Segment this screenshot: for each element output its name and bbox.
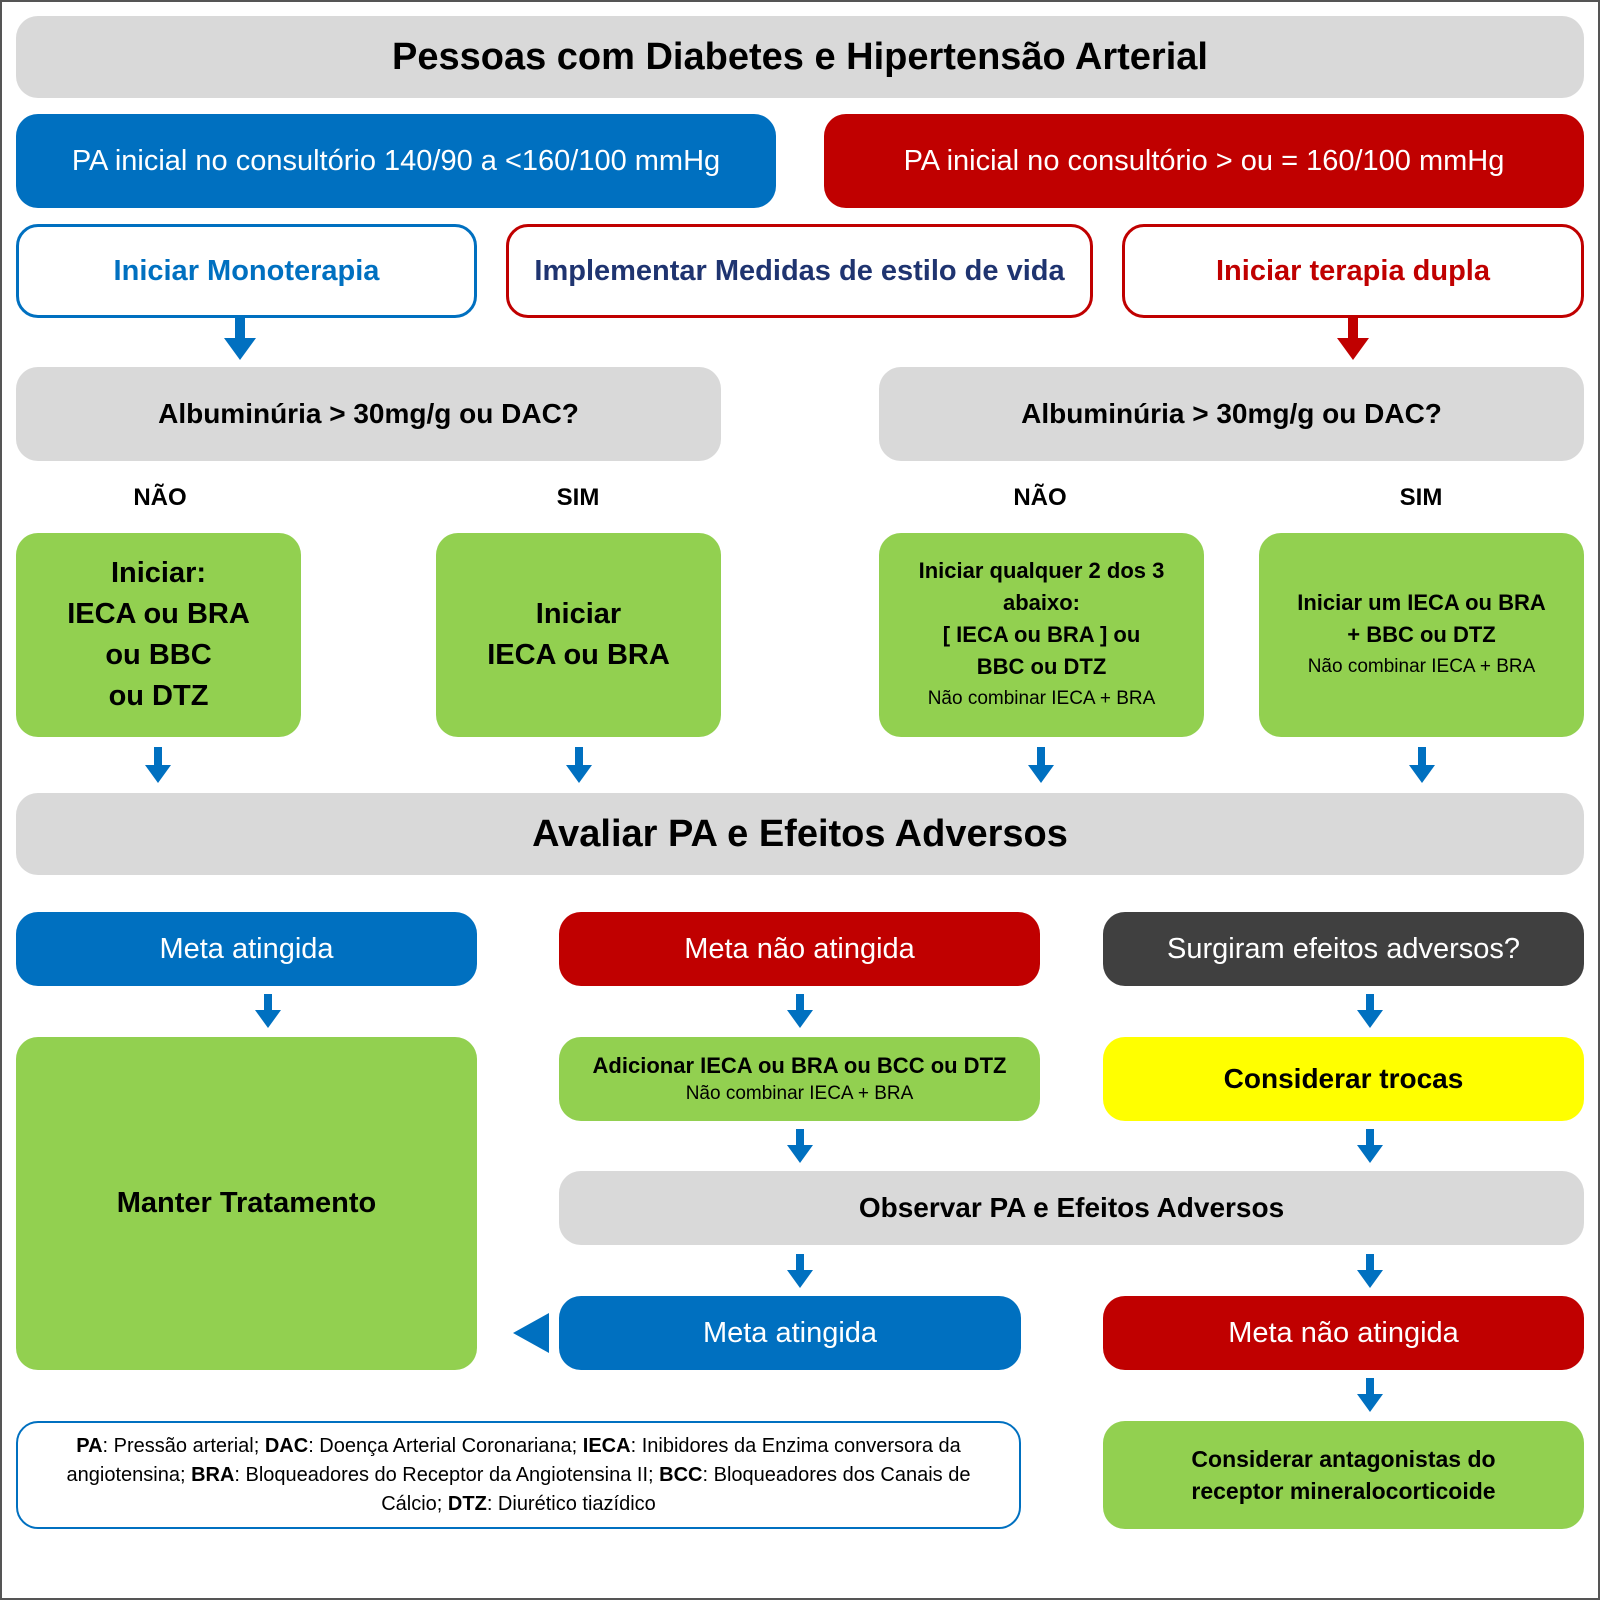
- question-left: Albuminúria > 30mg/g ou DAC?: [16, 367, 721, 461]
- question-right: Albuminúria > 30mg/g ou DAC?: [879, 367, 1584, 461]
- answer-no-left: NÃO: [133, 484, 187, 511]
- add-therapy-note: Não combinar IECA + BRA: [685, 1083, 914, 1104]
- arrow-down-icon: [1357, 1129, 1383, 1163]
- treatment-line: Iniciar qualquer 2 dos 3: [918, 558, 1165, 583]
- arrow-down-icon: [787, 1254, 813, 1288]
- final-not-met: Meta não atingida: [1103, 1296, 1584, 1370]
- evaluate-banner: Avaliar PA e Efeitos Adversos: [16, 793, 1584, 875]
- final-met: Meta atingida: [559, 1296, 1021, 1370]
- treatment-line: IECA ou BRA: [487, 639, 670, 671]
- consider-mra: Considerar antagonistas do receptor mine…: [1103, 1421, 1584, 1529]
- answer-yes-right: SIM: [1399, 484, 1443, 511]
- legend-abbr: IECA: [582, 1434, 631, 1457]
- maintain-treatment: Manter Tratamento: [16, 1037, 477, 1370]
- initial-pa-moderate-label: PA inicial no consultório 140/90 a <160/…: [71, 144, 721, 177]
- final-not-met-label: Meta não atingida: [1228, 1316, 1459, 1349]
- treatment-mono-no: Iniciar: IECA ou BRA ou BBC ou DTZ: [16, 533, 301, 737]
- treatment-line: IECA ou BRA: [67, 598, 250, 630]
- arrow-down-icon: [787, 994, 813, 1028]
- question-right-label: Albuminúria > 30mg/g ou DAC?: [1021, 398, 1442, 429]
- consider-switch-label: Considerar trocas: [1223, 1063, 1464, 1094]
- legend-def: : Pressão arterial;: [102, 1434, 265, 1457]
- mra-line: receptor mineralocorticoide: [1191, 1478, 1496, 1504]
- outcome-met-label: Meta atingida: [159, 932, 334, 965]
- legend-def: : Bloqueadores do Receptor da Angiotensi…: [234, 1463, 660, 1486]
- outcome-adverse: Surgiram efeitos adversos?: [1103, 912, 1584, 986]
- arrow-down-icon: [1337, 318, 1369, 360]
- arrow-down-icon: [1409, 747, 1435, 783]
- abbreviations-legend: PA: Pressão arterial; DAC: Doença Arteri…: [16, 1421, 1021, 1529]
- mra-line: Considerar antagonistas do: [1191, 1446, 1496, 1472]
- arrow-down-icon: [255, 994, 281, 1028]
- arrow-down-icon: [1357, 1254, 1383, 1288]
- treatment-dual-yes: Iniciar um IECA ou BRA + BBC ou DTZ Não …: [1259, 533, 1584, 737]
- observe-banner: Observar PA e Efeitos Adversos: [559, 1171, 1584, 1245]
- treatment-note: Não combinar IECA + BRA: [927, 688, 1156, 709]
- answer-yes-left: SIM: [556, 484, 600, 511]
- evaluate-label: Avaliar PA e Efeitos Adversos: [532, 812, 1068, 855]
- treatment-line: Iniciar um IECA ou BRA: [1297, 590, 1546, 615]
- initial-pa-high-label: PA inicial no consultório > ou = 160/100…: [903, 144, 1505, 177]
- dual-therapy-box: Iniciar terapia dupla: [1122, 224, 1584, 318]
- arrow-down-icon: [145, 747, 171, 783]
- treatment-line: ou DTZ: [108, 680, 209, 712]
- legend-def: : Doença Arterial Coronariana;: [308, 1434, 583, 1457]
- arrow-down-icon: [1357, 994, 1383, 1028]
- legend-abbr: BRA: [191, 1463, 235, 1486]
- initial-pa-high: PA inicial no consultório > ou = 160/100…: [824, 114, 1584, 208]
- lifestyle-box: Implementar Medidas de estilo de vida: [506, 224, 1093, 318]
- question-left-label: Albuminúria > 30mg/g ou DAC?: [158, 398, 579, 429]
- treatment-mono-yes: Iniciar IECA ou BRA: [436, 533, 721, 737]
- final-met-label: Meta atingida: [702, 1316, 878, 1349]
- initial-pa-moderate: PA inicial no consultório 140/90 a <160/…: [16, 114, 776, 208]
- outcome-not-met-label: Meta não atingida: [684, 932, 915, 965]
- legend-abbr: DAC: [264, 1434, 309, 1457]
- maintain-treatment-label: Manter Tratamento: [116, 1187, 377, 1219]
- legend-abbr: BCC: [659, 1463, 703, 1486]
- observe-label: Observar PA e Efeitos Adversos: [858, 1192, 1285, 1223]
- legend-def: : Diurético tiazídico: [486, 1492, 656, 1515]
- legend-def: : Bloqueadores dos Canais de Cálcio;: [381, 1463, 971, 1515]
- consider-switch: Considerar trocas: [1103, 1037, 1584, 1121]
- treatment-line: + BBC ou DTZ: [1347, 622, 1496, 647]
- legend-abbr: PA: [76, 1434, 103, 1457]
- treatment-line: abaixo:: [1002, 590, 1081, 615]
- legend-abbr: DTZ: [447, 1492, 487, 1515]
- arrow-down-icon: [1357, 1378, 1383, 1412]
- lifestyle-label: Implementar Medidas de estilo de vida: [534, 254, 1065, 287]
- arrow-down-icon: [1028, 747, 1054, 783]
- treatment-note: Não combinar IECA + BRA: [1307, 656, 1536, 677]
- arrow-down-icon: [224, 318, 256, 360]
- dual-therapy-label: Iniciar terapia dupla: [1216, 254, 1490, 287]
- outcome-met: Meta atingida: [16, 912, 477, 986]
- add-therapy: Adicionar IECA ou BRA ou BCC ou DTZ Não …: [559, 1037, 1040, 1121]
- treatment-line: Iniciar: [535, 598, 622, 630]
- arrow-down-icon: [566, 747, 592, 783]
- title-banner: Pessoas com Diabetes e Hipertensão Arter…: [16, 16, 1584, 98]
- treatment-line: BBC ou DTZ: [976, 654, 1107, 679]
- monotherapy-box: Iniciar Monoterapia: [16, 224, 477, 318]
- treatment-line: [ IECA ou BRA ] ou: [942, 622, 1141, 647]
- legend-def: : Inibidores da Enzima conversora da ang…: [66, 1434, 961, 1486]
- treatment-dual-no: Iniciar qualquer 2 dos 3 abaixo: [ IECA …: [879, 533, 1204, 737]
- legend-text: PA: Pressão arterial; DAC: Doença Arteri…: [18, 1432, 1019, 1519]
- arrow-left-icon: [513, 1313, 549, 1353]
- outcome-not-met: Meta não atingida: [559, 912, 1040, 986]
- outcome-adverse-label: Surgiram efeitos adversos?: [1167, 932, 1520, 965]
- add-therapy-label: Adicionar IECA ou BRA ou BCC ou DTZ: [592, 1053, 1007, 1078]
- treatment-line: ou BBC: [105, 639, 212, 671]
- answer-no-right: NÃO: [1013, 484, 1067, 511]
- treatment-line: Iniciar:: [110, 557, 207, 589]
- arrow-down-icon: [787, 1129, 813, 1163]
- page-title: Pessoas com Diabetes e Hipertensão Arter…: [392, 35, 1208, 78]
- monotherapy-label: Iniciar Monoterapia: [113, 254, 380, 287]
